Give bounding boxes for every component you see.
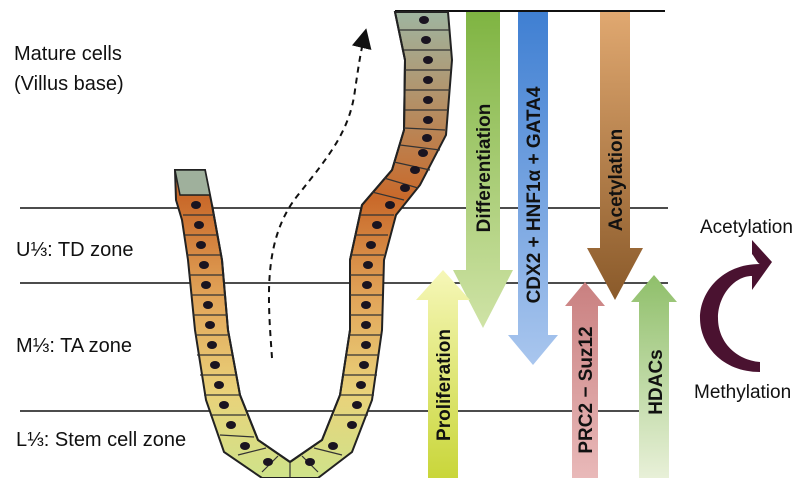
lower-zone-label: L⅓: Stem cell zone [16, 429, 186, 451]
acetylation-arrow-label: Acetylation [606, 129, 627, 231]
curved-cycle-arrow-icon [700, 240, 772, 372]
cycle-methylation-label: Methylation [694, 382, 791, 403]
middle-zone-label: M⅓: TA zone [16, 335, 132, 357]
upper-zone-label: U⅓: TD zone [16, 239, 133, 261]
acetylation-methylation-cycle: Acetylation Methylation [694, 217, 793, 403]
transcription-factors-label: CDX2 + HNF1α + GATA4 [524, 86, 545, 303]
crypt-villus-epithelium-icon [175, 12, 452, 478]
hdacs-label: HDACs [646, 349, 667, 414]
prc2-arrow: PRC2 − Suz12 [565, 282, 605, 478]
proliferation-arrow: Proliferation [416, 270, 470, 478]
differentiation-arrow: Differentiation [453, 12, 513, 328]
cycle-acetylation-label: Acetylation [700, 217, 793, 238]
transcription-factors-arrow: CDX2 + HNF1α + GATA4 [508, 12, 558, 365]
acetylation-arrow: Acetylation [587, 12, 643, 300]
proliferation-label: Proliferation [434, 329, 455, 441]
hdacs-arrow: HDACs [631, 275, 677, 478]
differentiation-label: Differentiation [474, 104, 495, 233]
prc2-label: PRC2 − Suz12 [576, 326, 597, 453]
mature-zone-label-line1: Mature cells [14, 43, 122, 65]
mature-zone-label-line2: (Villus base) [14, 73, 124, 95]
